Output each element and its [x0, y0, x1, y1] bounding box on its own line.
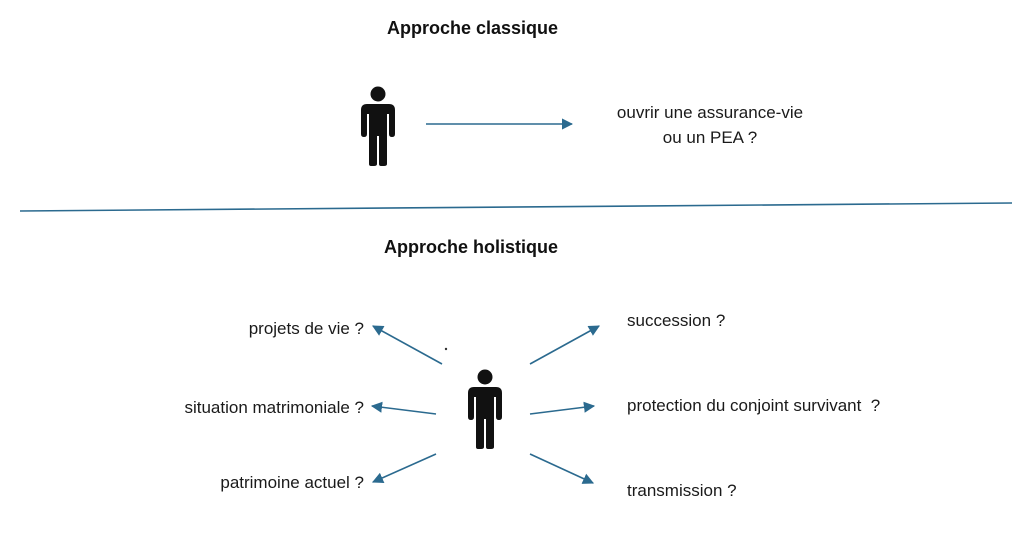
classic-question-line2: ou un PEA ?: [662, 128, 758, 147]
holistic-right-item-succession: succession ?: [627, 311, 726, 330]
arrow-to-projets-icon: [372, 325, 443, 365]
holistic-left-item-patrimoine: patrimoine actuel ?: [220, 473, 364, 492]
holistic-right-item-transmission: transmission ?: [627, 481, 737, 500]
classic-question-line1: ouvrir une assurance-vie: [616, 103, 804, 122]
holistic-title: Approche holistique: [384, 237, 559, 257]
holistic-left-item-projets: projets de vie ?: [248, 319, 364, 338]
classic-title: Approche classique: [387, 18, 559, 38]
stray-dot: [444, 347, 448, 351]
person-icon: [468, 369, 502, 449]
arrow-to-succession-icon: [529, 325, 600, 365]
person-icon: [361, 86, 395, 166]
section-divider: [19, 202, 1013, 212]
holistic-right-item-protection: protection du conjoint survivant ?: [627, 396, 881, 415]
arrow-to-protection-icon: [529, 401, 596, 415]
arrow-to-patrimoine-icon: [371, 453, 437, 484]
arrow-to-situation-icon: [370, 401, 437, 415]
holistic-left-item-situation: situation matrimoniale ?: [184, 398, 364, 417]
arrow-to-transmission-icon: [529, 453, 595, 484]
